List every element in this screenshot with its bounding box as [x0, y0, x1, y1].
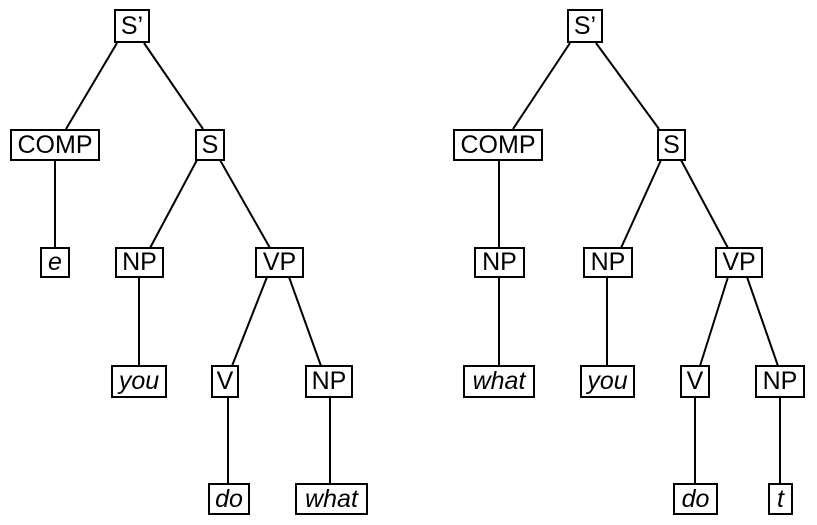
left-node-e: e: [40, 247, 70, 278]
left-node-do: do: [208, 483, 250, 515]
left-node-s-bar: S’: [114, 9, 150, 43]
left-node-np-subject: NP: [115, 247, 164, 278]
left-edge-vp-np: [288, 276, 322, 367]
left-node-s: S: [195, 129, 225, 161]
right-node-np-object: NP: [755, 365, 805, 398]
left-edge-sbar-s: [143, 42, 204, 130]
left-node-you: you: [111, 365, 167, 398]
left-node-v: V: [211, 365, 239, 398]
right-edge-sbar-s: [595, 42, 660, 130]
left-edge-sbar-comp: [65, 42, 118, 130]
left-edge-vp-v: [231, 276, 268, 367]
right-node-what: what: [463, 365, 535, 398]
left-node-vp: VP: [255, 247, 304, 278]
left-node-np-object: NP: [305, 365, 353, 398]
right-node-t: t: [768, 483, 793, 515]
left-edge-s-vp: [219, 159, 271, 249]
left-node-what: what: [295, 483, 368, 515]
right-node-v: V: [680, 365, 710, 398]
right-node-do: do: [673, 483, 718, 515]
right-node-np-subject: NP: [583, 247, 633, 278]
right-node-s: S: [657, 129, 686, 161]
right-edge-vp-np: [746, 276, 779, 367]
right-node-np-comp: NP: [474, 247, 525, 278]
right-edge-vp-v: [699, 276, 729, 367]
right-node-comp: COMP: [453, 129, 543, 161]
right-node-vp: VP: [715, 247, 763, 278]
left-edge-s-np: [149, 159, 198, 249]
right-edge-s-vp: [680, 159, 729, 249]
right-node-you: you: [580, 365, 635, 398]
right-edge-sbar-comp: [512, 42, 571, 130]
right-node-s-bar: S’: [567, 9, 603, 43]
right-edge-s-np: [620, 159, 662, 249]
left-node-comp: COMP: [10, 129, 100, 161]
